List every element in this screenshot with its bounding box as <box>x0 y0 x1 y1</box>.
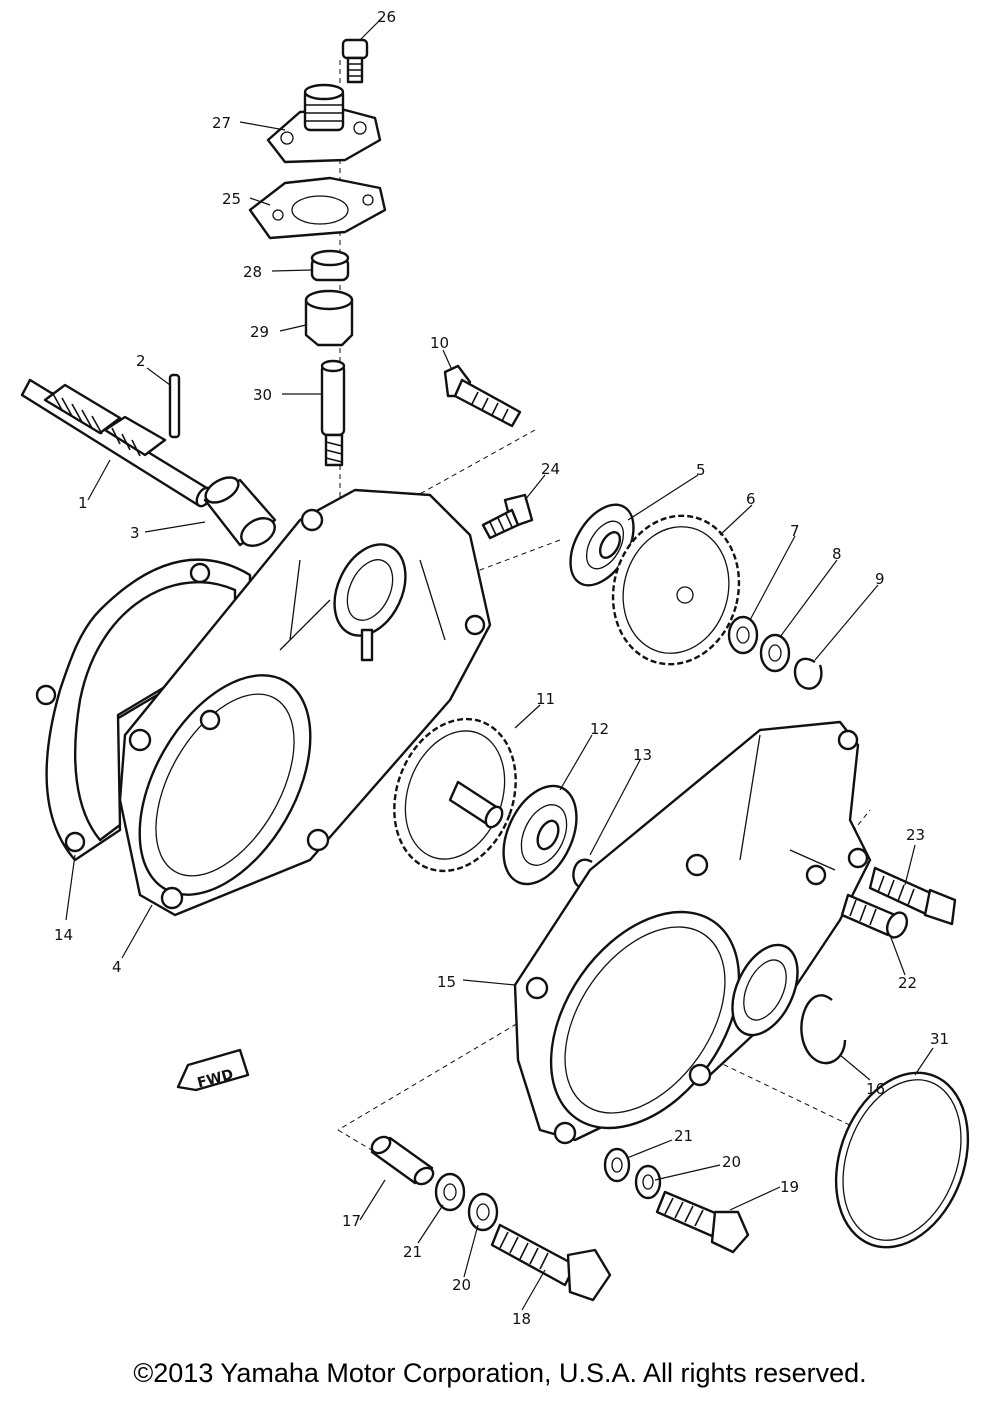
part-gear-6 <box>611 514 741 666</box>
part-washer-20b <box>634 1164 662 1200</box>
part-washer-21a <box>434 1172 466 1212</box>
part-seal-28 <box>310 249 350 282</box>
callout-14: 14 <box>54 926 73 944</box>
callout-1: 1 <box>78 494 88 512</box>
callout-25: 25 <box>222 190 241 208</box>
part-bearing-12 <box>502 784 578 886</box>
callout-31: 31 <box>930 1030 949 1048</box>
part-circlip-16 <box>800 994 847 1065</box>
exploded-parts-diagram: FWD 26 <box>20 8 970 1328</box>
leader-lines <box>65 17 934 1311</box>
part-outer-cover <box>513 720 872 1145</box>
callout-28: 28 <box>243 263 262 281</box>
part-bearing-5 <box>569 503 635 587</box>
callout-6: 6 <box>746 490 756 508</box>
callout-19: 19 <box>780 1178 799 1196</box>
callout-3: 3 <box>130 524 140 542</box>
part-bushing-29 <box>304 289 354 347</box>
part-bolt-26 <box>341 38 369 84</box>
callout-5: 5 <box>696 461 706 479</box>
part-pin <box>168 373 181 439</box>
callout-20-right: 20 <box>722 1153 741 1171</box>
part-bushing <box>203 476 277 547</box>
callout-26: 26 <box>377 8 396 26</box>
callout-21-right: 21 <box>674 1127 693 1145</box>
callout-21-left: 21 <box>403 1243 422 1261</box>
part-dowel-17 <box>370 1135 435 1186</box>
part-washer-21b <box>603 1147 631 1183</box>
callout-2: 2 <box>136 352 146 370</box>
copyright-notice: ©2013 Yamaha Motor Corporation, U.S.A. A… <box>133 1358 867 1388</box>
callout-labels: 26 27 25 28 29 30 2 1 3 10 24 5 6 7 8 9 … <box>54 8 949 1328</box>
callout-4: 4 <box>112 958 122 976</box>
callout-12: 12 <box>590 720 609 738</box>
callout-11: 11 <box>536 690 555 708</box>
part-gasket-25 <box>248 176 387 240</box>
part-bolt-22 <box>840 893 909 939</box>
callout-23: 23 <box>906 826 925 844</box>
callout-16: 16 <box>866 1080 885 1098</box>
part-bolt-24 <box>481 493 534 540</box>
part-oring-31 <box>834 1071 970 1249</box>
callout-18: 18 <box>512 1310 531 1328</box>
part-gear-housing <box>118 488 492 917</box>
part-gasket <box>35 558 252 862</box>
callout-20-left: 20 <box>452 1276 471 1294</box>
callout-24: 24 <box>541 460 560 478</box>
callout-30: 30 <box>253 386 272 404</box>
callout-15: 15 <box>437 973 456 991</box>
part-washer-20a <box>467 1192 499 1232</box>
part-bolt-19 <box>655 1190 750 1254</box>
part-circlip-9 <box>793 657 823 690</box>
part-worm-shaft <box>20 378 213 508</box>
part-bolt-10 <box>443 364 522 428</box>
part-washer-7 <box>727 615 759 655</box>
part-driven-gear-30 <box>320 359 346 467</box>
part-gear-11 <box>393 717 517 873</box>
fwd-arrow-icon: FWD <box>176 1048 250 1092</box>
callout-10: 10 <box>430 334 449 352</box>
callout-22: 22 <box>898 974 917 992</box>
part-bolt-23 <box>868 866 957 926</box>
callout-27: 27 <box>212 114 231 132</box>
callout-8: 8 <box>832 545 842 563</box>
part-bolt-18 <box>490 1223 612 1302</box>
callout-13: 13 <box>633 746 652 764</box>
callout-7: 7 <box>790 522 800 540</box>
callout-9: 9 <box>875 570 885 588</box>
part-washer-8 <box>759 633 791 673</box>
part-flange-27 <box>266 83 382 164</box>
callout-17: 17 <box>342 1212 361 1230</box>
callout-29: 29 <box>250 323 269 341</box>
